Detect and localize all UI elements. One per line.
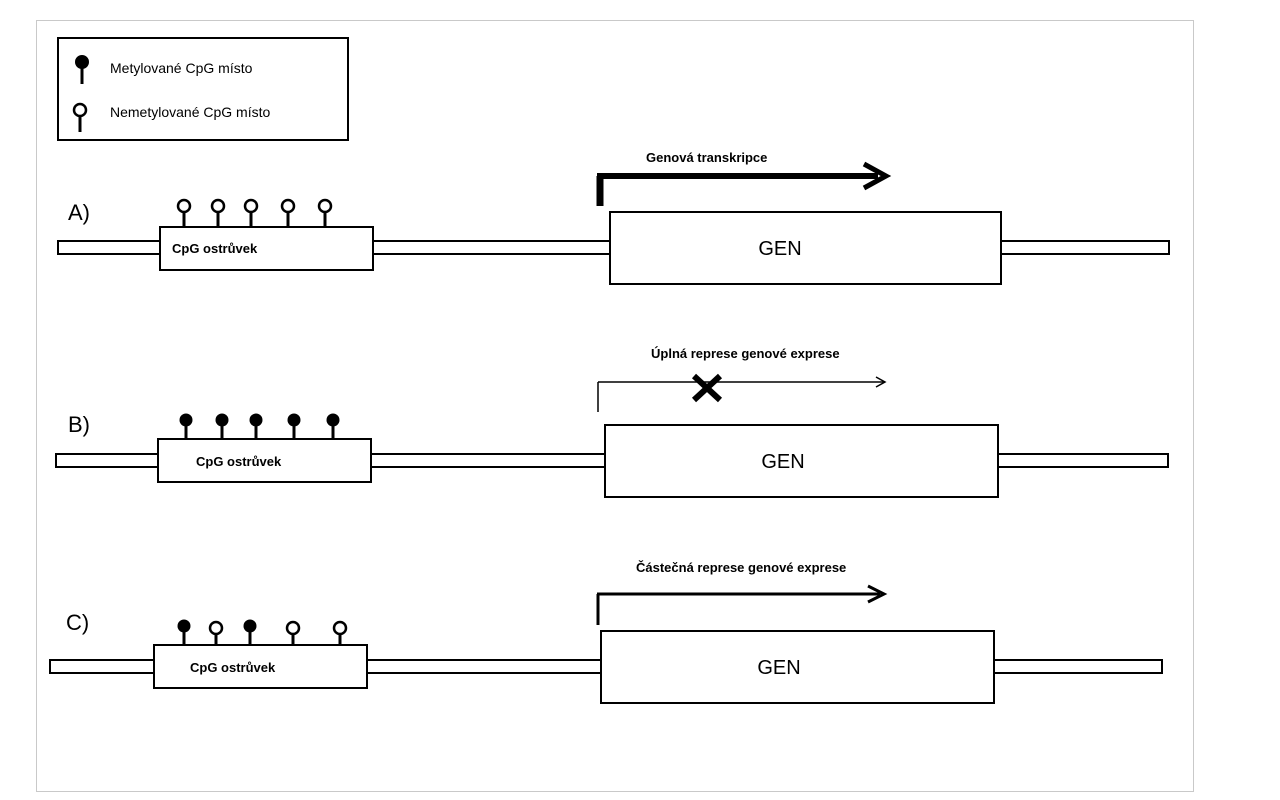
legend-box [57,37,349,141]
cpg-island-label: CpG ostrůvek [196,454,282,469]
legend-methylated-label: Metylované CpG místo [110,60,253,76]
dna-strand-right [993,659,1163,674]
legend-unmethylated-label: Nemetylované CpG místo [110,104,270,120]
panel-c: C) CpG ostrůvek GEN Částečná represe gen… [49,560,1163,704]
gene-label: GEN [757,657,800,679]
cpg-island [159,226,374,271]
legend: Metylované CpG místo Nemetylované CpG mí… [57,37,349,141]
cpg-island-label: CpG ostrůvek [172,241,258,256]
methylated-site-icon [215,413,229,439]
panel-c-letter: C) [66,610,89,635]
cpg-sites [179,413,340,439]
cpg-island [157,438,372,483]
dna-strand-right [997,453,1169,468]
transcription-arrow-icon [596,161,892,206]
gene-label: GEN [761,451,804,473]
methylated-site-icon [177,619,191,645]
legend-unmethylated-icon [72,102,88,132]
methylated-site-icon [179,413,193,439]
transcription-arrow-icon [596,584,888,625]
gene-box [609,211,1002,285]
panel-a-letter: A) [68,200,90,225]
dna-strand-right [1000,240,1170,255]
gene-box [604,424,999,498]
unmethylated-site-icon [332,620,348,645]
figure-frame [36,20,1194,792]
cpg-sites [177,619,348,645]
dna-strand-left [55,453,159,468]
cpg-sites [176,198,333,227]
panel-b: B) CpG ostrůvek GEN Úplná represe genové… [55,346,1169,498]
methylated-site-icon [287,413,301,439]
arrow-label: Částečná represe genové exprese [636,560,846,575]
arrow-label: Genová transkripce [646,150,767,165]
panel-b-letter: B) [68,412,90,437]
panel-a: A) CpG ostrůvek GEN Genová transkripce [57,150,1170,285]
cpg-island-label: CpG ostrůvek [190,660,276,675]
unmethylated-site-icon [280,198,296,227]
dna-strand-middle [372,240,611,255]
unmethylated-site-icon [210,198,226,227]
unmethylated-site-icon [208,620,224,645]
dna-strand-left [49,659,155,674]
gene-box [600,630,995,704]
block-x-icon [691,373,723,403]
methylated-site-icon [249,413,263,439]
cpg-island [153,644,368,689]
unmethylated-site-icon [317,198,333,227]
legend-methylated-icon [75,55,89,84]
dna-strand-middle [370,453,606,468]
dna-strand-left [57,240,161,255]
transcription-arrow-icon [597,376,887,412]
dna-strand-middle [366,659,602,674]
methylated-site-icon [243,619,257,645]
gene-label: GEN [758,238,801,260]
methylated-site-icon [326,413,340,439]
arrow-label: Úplná represe genové exprese [651,346,840,361]
unmethylated-site-icon [285,620,301,645]
unmethylated-site-icon [243,198,259,227]
unmethylated-site-icon [176,198,192,227]
